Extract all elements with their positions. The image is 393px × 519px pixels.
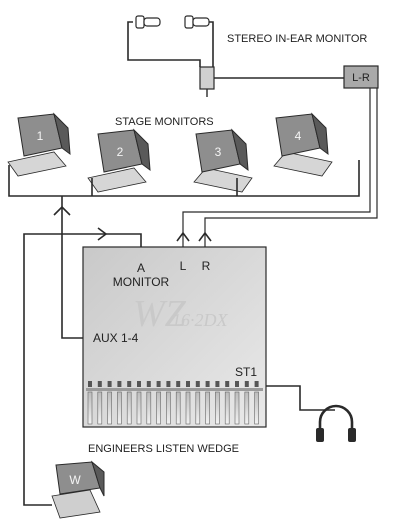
fader-knob <box>156 381 161 387</box>
fader-knob <box>88 381 92 387</box>
fader-knob <box>166 381 171 387</box>
fader-slot <box>87 391 93 425</box>
fader-slot <box>205 391 210 425</box>
stage-monitor-wedge-4: 4 <box>273 112 333 177</box>
lr-transmitter-label: L-R <box>352 72 370 84</box>
fader-slot <box>166 391 171 425</box>
r-output-label: R <box>202 259 211 273</box>
fader-knob <box>127 381 132 387</box>
fader-slot <box>146 391 152 425</box>
fader-slot <box>185 391 191 425</box>
fader-bank <box>86 381 263 425</box>
stage-monitor-number-3: 3 <box>215 145 222 159</box>
fader-slot <box>117 391 122 425</box>
fader-knob <box>146 381 151 387</box>
fader-knob <box>254 381 259 387</box>
mixer-model: 16·2DX <box>172 310 228 330</box>
stage-monitor-wedge-3: 3 <box>193 128 253 193</box>
earbuds-icon <box>127 15 214 67</box>
fader-slot <box>97 391 103 425</box>
fader-knob <box>137 381 141 387</box>
fader-slot <box>107 391 112 425</box>
fader-knob <box>117 381 122 387</box>
engineer-wedge-speaker: W <box>51 460 105 519</box>
fader-knob <box>225 381 230 387</box>
stage-monitor-wedge-1: 1 <box>7 112 71 177</box>
st1-label: ST1 <box>235 365 257 379</box>
fader-slot <box>136 391 142 425</box>
iem-receiver-pack <box>199 66 215 97</box>
fader-knob <box>97 381 102 387</box>
fader-rail <box>86 388 263 391</box>
stage-monitor-wedge-2: 2 <box>87 128 151 193</box>
fader-slot <box>254 391 259 425</box>
fader-slot <box>224 391 230 425</box>
fader-knob <box>235 381 239 387</box>
fader-knob <box>195 381 200 387</box>
a-monitor-label-a: A <box>137 261 145 275</box>
fader-knob <box>186 381 190 387</box>
mixer-console: WZ 16·2DX <box>82 246 267 428</box>
fader-slot <box>215 391 220 425</box>
fader-knob <box>215 381 220 387</box>
engineers-wedge-label: ENGINEERS LISTEN WEDGE <box>88 443 239 455</box>
fader-slot <box>175 391 181 425</box>
fader-knob <box>107 381 112 387</box>
fader-knob <box>176 381 181 387</box>
l-output-label: L <box>180 259 187 273</box>
aux-label: AUX 1-4 <box>93 331 139 345</box>
lr-transmitter: L-R <box>343 65 379 89</box>
fader-slot <box>195 391 201 425</box>
stage-monitor-number-4: 4 <box>295 129 302 143</box>
stereo-iem-label: STEREO IN-EAR MONITOR <box>227 33 367 45</box>
a-monitor-label-b: MONITOR <box>113 275 170 289</box>
engineer-wedge-number: W <box>69 473 81 487</box>
headphones-icon <box>316 404 356 442</box>
fader-slot <box>126 391 132 425</box>
mixer-brand: WZ <box>133 293 187 335</box>
fader-knob <box>205 381 210 387</box>
fader-slot <box>234 391 240 425</box>
fader-knob <box>244 381 249 387</box>
stage-monitor-number-1: 1 <box>37 129 44 143</box>
fader-slot <box>244 391 250 425</box>
stage-monitors-label: STAGE MONITORS <box>115 116 214 128</box>
fader-slot <box>156 391 161 425</box>
stage-monitor-number-2: 2 <box>117 145 124 159</box>
